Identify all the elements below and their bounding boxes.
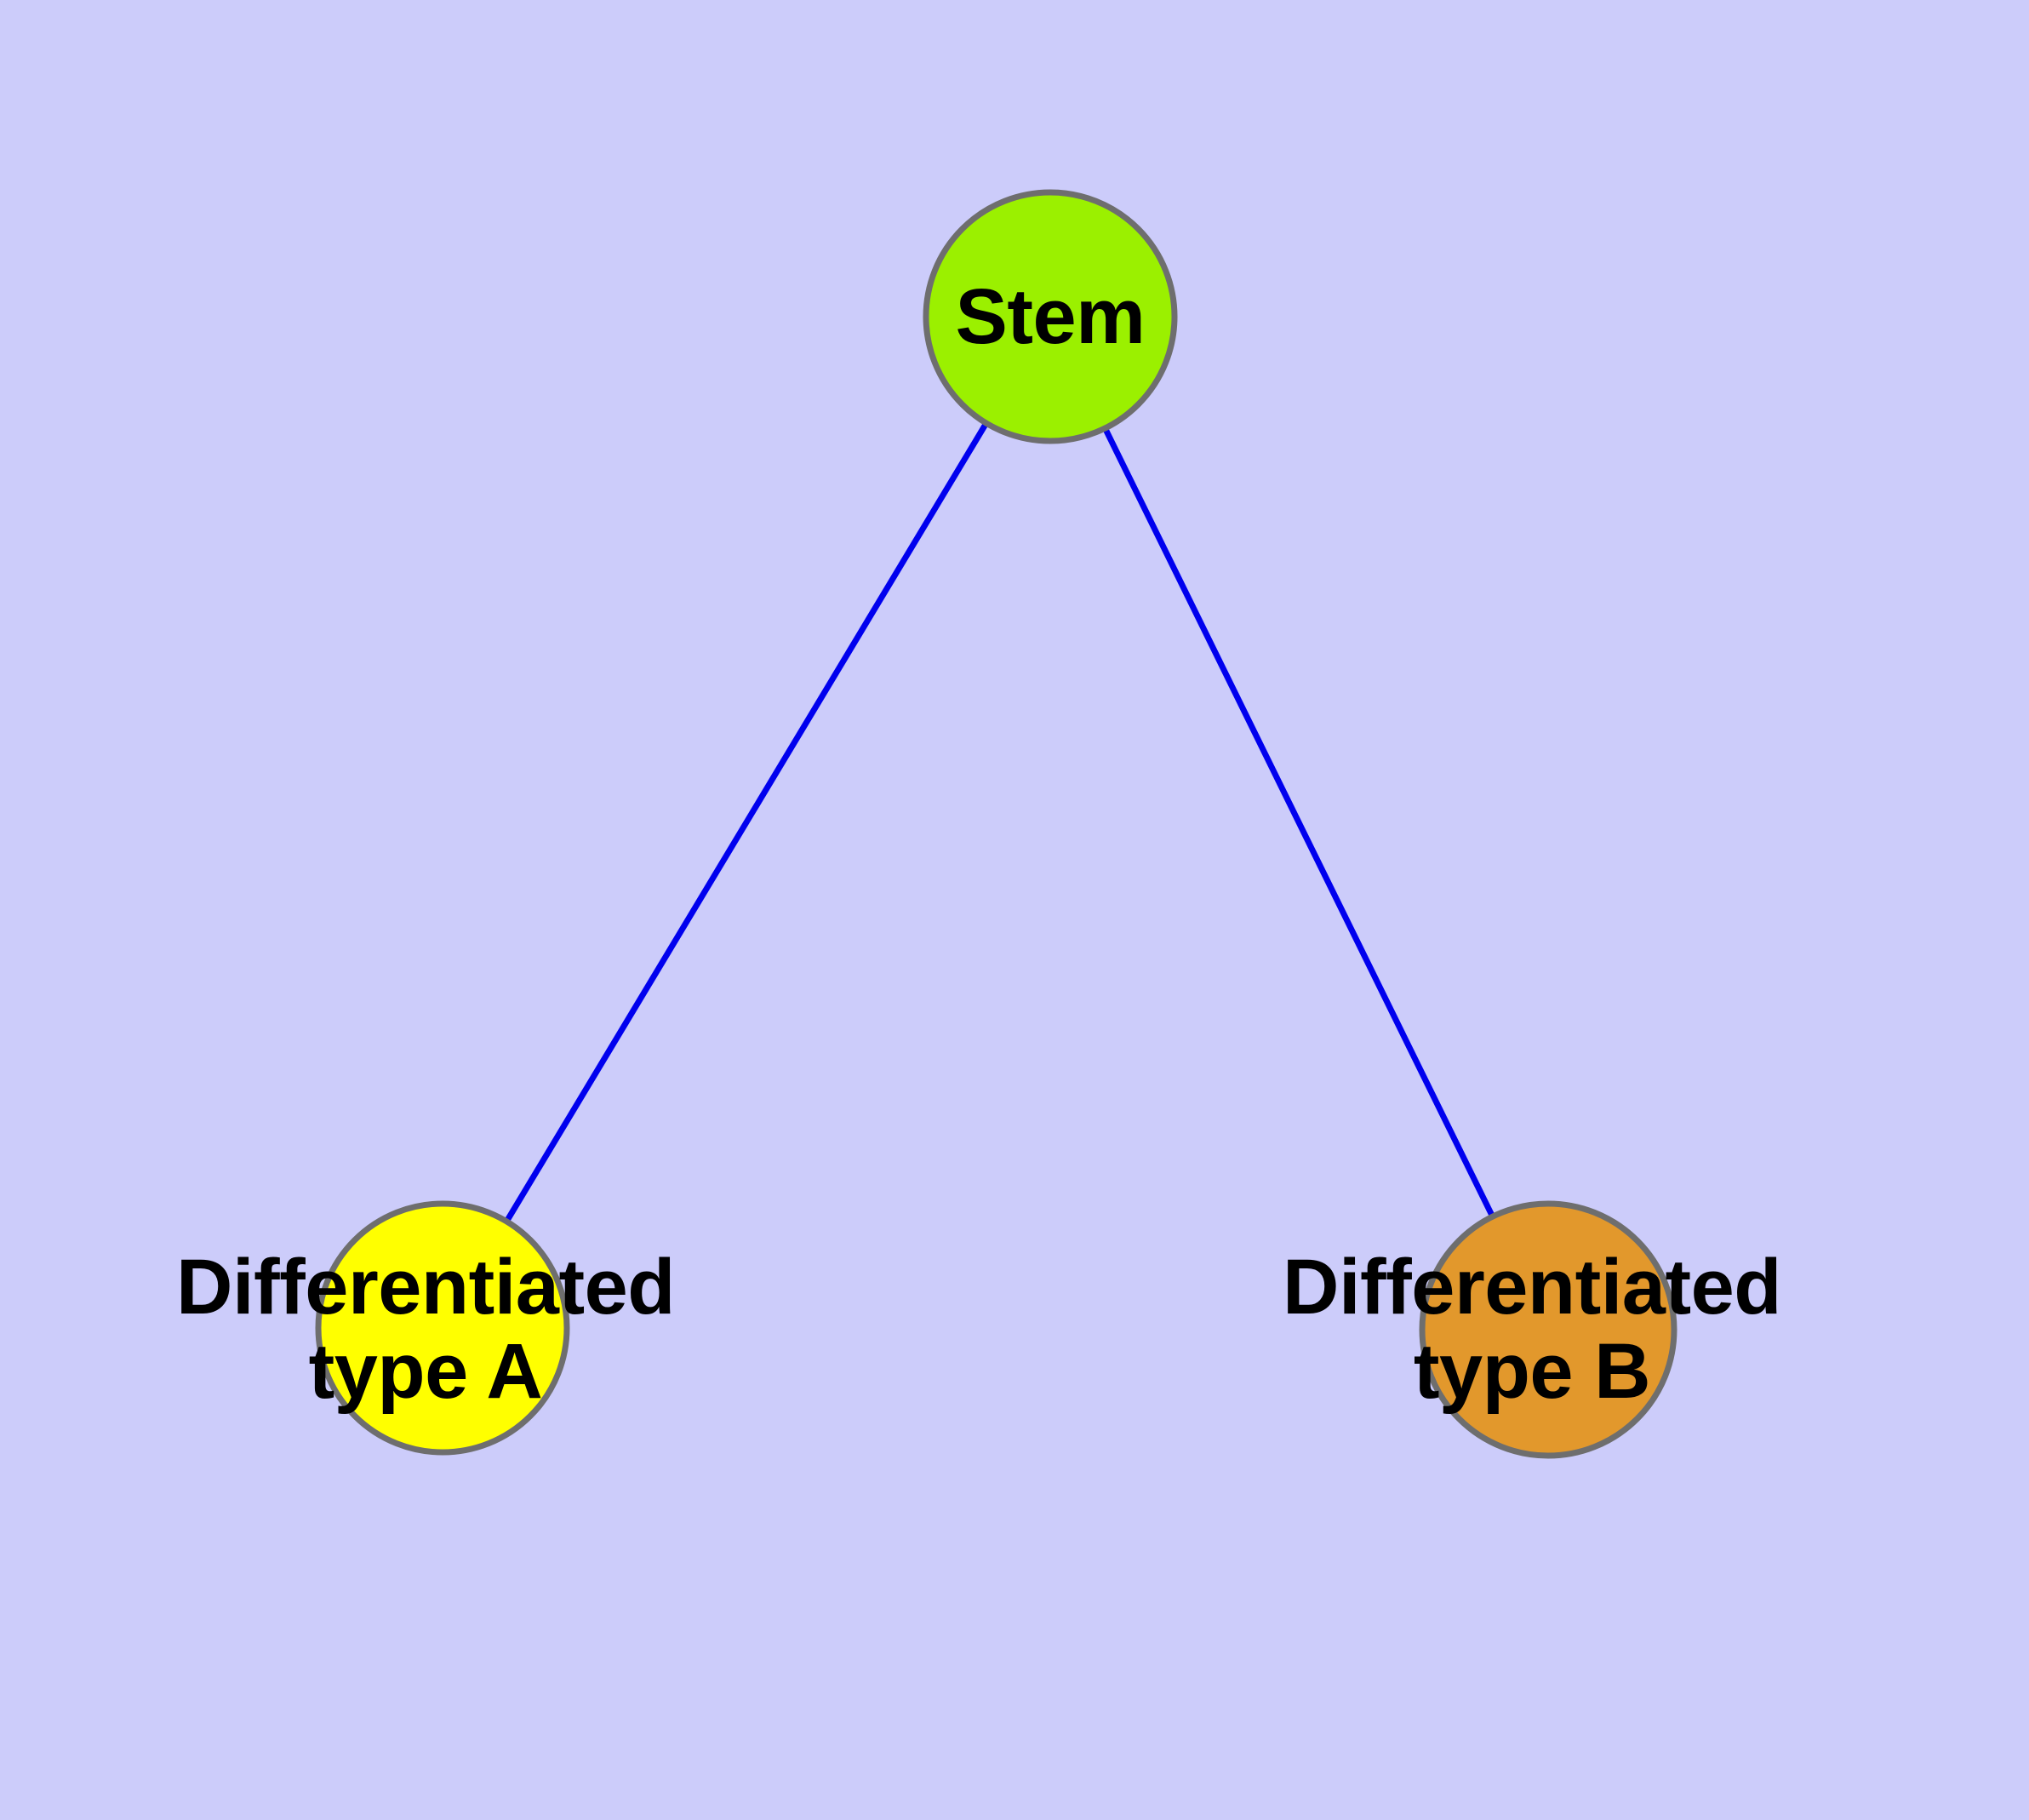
- graph-node-diff-a[interactable]: [315, 1200, 570, 1456]
- graph-node-stem[interactable]: [923, 189, 1178, 444]
- graph-edge-stem-to-diff-a: [505, 423, 988, 1222]
- graph-edge-stem-to-diff-b: [1103, 428, 1495, 1216]
- edge-layer: [505, 423, 1495, 1222]
- graph-node-diff-b[interactable]: [1419, 1200, 1677, 1459]
- node-layer: [315, 189, 1677, 1459]
